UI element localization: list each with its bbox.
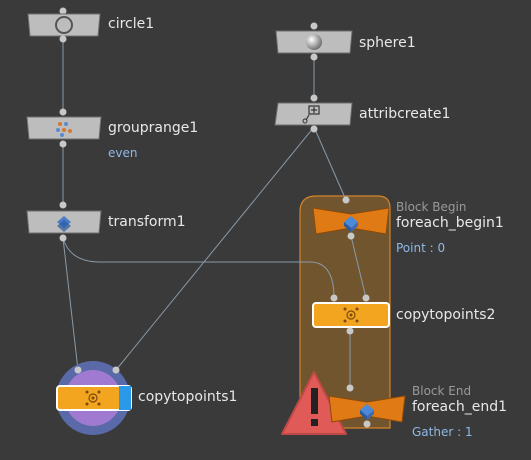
node-circle1[interactable] xyxy=(27,7,101,43)
node-label-attribcreate1: attribcreate1 xyxy=(359,106,451,122)
node-sub-foreach_end1: Gather : 1 xyxy=(412,425,473,439)
node-label-sphere1: sphere1 xyxy=(359,35,416,51)
grouprange-icon xyxy=(56,122,72,137)
input-connector-2[interactable] xyxy=(112,366,120,374)
wire-transform1-copytopoints1 xyxy=(62,237,79,371)
input-connector-1[interactable] xyxy=(74,366,82,374)
node-label-foreach_begin1: foreach_begin1 xyxy=(396,215,504,231)
circle-icon xyxy=(55,16,73,34)
node-transform1[interactable] xyxy=(26,201,102,242)
node-label-grouprange1: grouprange1 xyxy=(108,120,199,136)
node-copytopoints2[interactable] xyxy=(312,294,390,335)
input-connector[interactable] xyxy=(310,22,318,30)
wires xyxy=(62,37,367,385)
node-label-circle1: circle1 xyxy=(108,16,155,32)
wire-attribcreate1-copytopoints1 xyxy=(115,126,315,371)
node-label-transform1: transform1 xyxy=(108,214,186,230)
input-connector-2[interactable] xyxy=(362,294,370,302)
wire-transform1-copytopoints2 xyxy=(62,237,335,299)
node-label-copytopoints1: copytopoints1 xyxy=(138,389,238,405)
output-connector[interactable] xyxy=(59,140,67,148)
node-attribcreate1[interactable] xyxy=(274,94,353,133)
copytopoints-icon xyxy=(343,307,359,323)
output-connector[interactable] xyxy=(59,35,67,43)
transform-icon xyxy=(57,216,71,232)
output-connector[interactable] xyxy=(59,234,67,242)
node-foreach_end1[interactable] xyxy=(328,384,406,428)
node-copytopoints1[interactable] xyxy=(56,361,132,435)
output-connector[interactable] xyxy=(363,420,371,428)
foreach-begin-icon xyxy=(344,216,358,232)
input-connector[interactable] xyxy=(59,7,67,15)
sphere-icon xyxy=(306,34,322,50)
wire-foreach_begin1-copytopoints2 xyxy=(350,235,367,299)
node-sub-foreach_begin1: Point : 0 xyxy=(396,241,446,255)
display-flag-button[interactable] xyxy=(119,386,131,410)
block-end-tag: Block End xyxy=(412,384,472,398)
copytopoints-icon xyxy=(85,390,101,406)
output-connector[interactable] xyxy=(310,125,318,133)
node-label-foreach_end1: foreach_end1 xyxy=(412,399,507,415)
node-foreach_begin1[interactable] xyxy=(312,196,390,240)
node-label-copytopoints2: copytopoints2 xyxy=(396,307,496,323)
node-grouprange1[interactable] xyxy=(26,108,102,148)
foreach-end-icon xyxy=(360,404,374,420)
block-begin-tag: Block Begin xyxy=(396,200,467,214)
input-connector[interactable] xyxy=(310,94,318,102)
input-connector[interactable] xyxy=(59,108,67,116)
input-connector[interactable] xyxy=(342,196,350,204)
output-connector[interactable] xyxy=(347,232,355,240)
input-connector[interactable] xyxy=(346,384,354,392)
input-connector-1[interactable] xyxy=(330,294,338,302)
node-sub-grouprange1: even xyxy=(108,146,138,160)
wire-attribcreate1-foreach_begin1 xyxy=(313,126,347,201)
attribcreate-icon xyxy=(302,105,320,124)
output-connector[interactable] xyxy=(346,327,354,335)
node-sphere1[interactable] xyxy=(275,22,353,61)
output-connector[interactable] xyxy=(310,53,318,61)
input-connector[interactable] xyxy=(59,201,67,209)
